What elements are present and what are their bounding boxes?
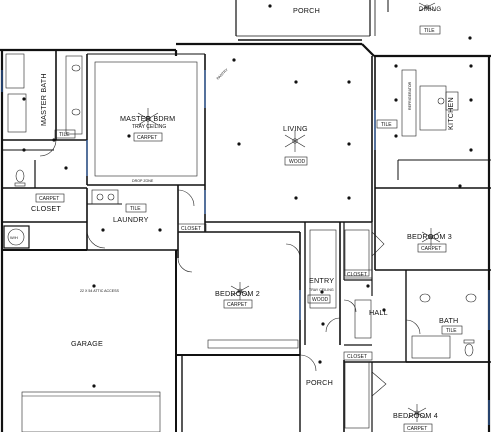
- closet-tag: CLOSET: [347, 272, 367, 278]
- light-fixture-icon: [469, 148, 473, 152]
- light-fixture-icon: [268, 4, 272, 8]
- room-label-bedroom-3: BEDROOM 3: [407, 232, 452, 241]
- ceiling-fan-icon: [230, 282, 250, 300]
- light-fixture-icon: [458, 184, 462, 188]
- light-fixture-icon: [394, 64, 398, 68]
- light-fixture-icon: [321, 322, 325, 326]
- room-label-porch-top: PORCH: [293, 6, 320, 15]
- fixtures: [5, 53, 477, 429]
- flooring-tag-tile: TILE: [130, 206, 141, 212]
- toilet-icon: [14, 169, 26, 187]
- flooring-tag-tile: TILE: [424, 28, 435, 34]
- flooring-tags: TILE TILE TILE TILE TILE CARPET CARPET C…: [35, 25, 463, 432]
- light-fixture-icon: [320, 290, 324, 294]
- ceiling-fan-icon: [407, 404, 427, 422]
- door-swing-icon: [325, 317, 341, 333]
- ceiling-fan-icon: [418, 2, 436, 12]
- room-label-hall: HALL: [369, 308, 388, 317]
- flooring-tag-carpet: CARPET: [227, 302, 247, 308]
- light-fixture-icon: [347, 80, 351, 84]
- light-fixture-icon: [347, 142, 351, 146]
- light-fixture-icon: [64, 166, 68, 170]
- light-fixture-icon: [394, 134, 398, 138]
- flooring-tag-wood: WOOD: [289, 159, 305, 165]
- room-label-kitchen: KITCHEN: [446, 97, 455, 130]
- door-swing-icon: [405, 319, 421, 335]
- light-fixture-icon: [366, 284, 370, 288]
- light-fixture-icon: [347, 196, 351, 200]
- room-label-living: LIVING: [283, 124, 308, 133]
- toilet-icon: [463, 339, 475, 357]
- light-fixture-icon: [382, 308, 386, 312]
- door-swings: [39, 139, 421, 397]
- pantry-label: PANTRY: [216, 67, 229, 80]
- room-label-bath: BATH: [439, 316, 458, 325]
- room-label-master-bath: MASTER BATH: [39, 73, 48, 126]
- flooring-tag-tile: TILE: [59, 132, 70, 138]
- light-fixture-icon: [22, 97, 26, 101]
- ceiling-fan-icon: [421, 228, 441, 246]
- room-label-entry: ENTRY: [309, 276, 334, 285]
- flooring-tag-carpet: CARPET: [421, 246, 441, 252]
- flooring-tag-tile: TILE: [381, 122, 392, 128]
- light-fixture-icon: [294, 196, 298, 200]
- light-fixture-icon: [101, 228, 105, 232]
- door-swing-icon: [177, 257, 193, 273]
- room-labels: PORCH DINING MASTER BATH MASTER BDRM TRA…: [10, 6, 458, 420]
- wh-label: W/H: [10, 235, 18, 240]
- light-fixture-icon: [468, 36, 472, 40]
- room-label-master-bdrm: MASTER BDRM: [120, 114, 175, 123]
- light-fixture-icon: [318, 360, 322, 364]
- room-label-bedroom-2: BEDROOM 2: [215, 289, 260, 298]
- sink-icon: [419, 293, 477, 303]
- light-fixture-icon: [394, 98, 398, 102]
- light-fixture-icon: [127, 134, 131, 138]
- door-swing-icon: [285, 243, 301, 259]
- windows: [1, 70, 490, 425]
- flooring-tag-wood: WOOD: [312, 297, 328, 303]
- room-label-dining: DINING: [419, 7, 441, 13]
- drop-zone-label: DROP ZONE: [132, 179, 154, 183]
- light-fixture-icon: [22, 148, 26, 152]
- light-fixture-icon: [92, 284, 96, 288]
- door-swing-icon: [299, 354, 317, 372]
- flooring-tag-carpet: CARPET: [407, 426, 427, 432]
- room-label-closet-left: CLOSET: [31, 204, 61, 213]
- light-fixture-icon: [158, 228, 162, 232]
- room-label-garage: GARAGE: [71, 339, 103, 348]
- ceiling-fans: [137, 2, 441, 422]
- door-swing-icon: [39, 139, 57, 157]
- ceiling-label-entry: TRAY CEILING: [309, 288, 334, 292]
- flooring-tag-carpet: CARPET: [39, 196, 59, 202]
- ceiling-label-master: TRAY CEILING: [132, 124, 166, 130]
- room-label-bedroom-4: BEDROOM 4: [393, 411, 438, 420]
- flooring-tag-carpet: CARPET: [137, 135, 157, 141]
- light-fixture-icon: [52, 138, 56, 142]
- door-swing-icon: [343, 299, 357, 313]
- light-fixture-icon: [237, 142, 241, 146]
- door-swing-icon: [371, 231, 385, 257]
- door-swing-icon: [177, 189, 195, 207]
- light-fixture-icon: [469, 98, 473, 102]
- garage-attic-label: 22 X 54 ATTIC ACCESS: [80, 289, 119, 293]
- door-swing-icon: [86, 229, 106, 249]
- light-fixture-icon: [92, 384, 96, 388]
- room-label-laundry: LAUNDRY: [113, 215, 149, 224]
- refrigerator-label: REFRIGERATOR: [408, 81, 412, 110]
- ceiling-fan-icon: [284, 130, 306, 152]
- ceiling-fan-icon: [137, 108, 159, 130]
- light-fixtures: [22, 4, 473, 388]
- light-fixture-icon: [294, 80, 298, 84]
- light-fixture-icon: [232, 58, 236, 62]
- room-label-porch-bottom: PORCH: [306, 378, 333, 387]
- flooring-tag-tile: TILE: [446, 328, 457, 334]
- door-swing-icon: [371, 371, 387, 397]
- closet-tag: CLOSET: [181, 226, 201, 232]
- light-fixture-icon: [469, 64, 473, 68]
- closet-tag: CLOSET: [347, 354, 367, 360]
